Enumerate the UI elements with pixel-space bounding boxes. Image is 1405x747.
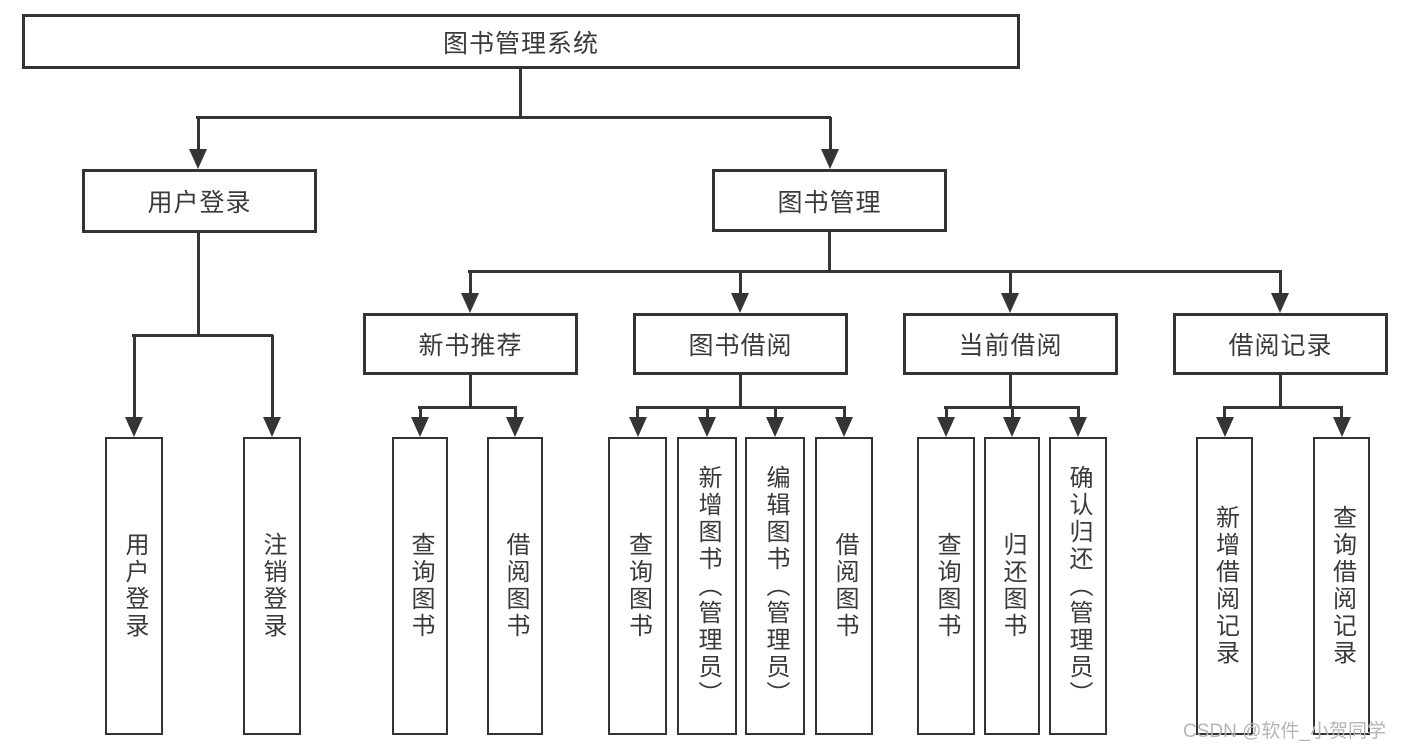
arrow-to-add-borrow-record — [1223, 407, 1226, 417]
connector-user-login-bar — [132, 334, 273, 337]
node-user-login-leaf: 用户登录 — [105, 437, 163, 735]
connector-book-borrowing-stem — [739, 375, 742, 408]
node-search-books-2: 查询图书 — [608, 437, 667, 735]
arrow-to-search-borrow-record — [1340, 407, 1343, 417]
connector-book-management-stem — [828, 232, 831, 273]
arrow-to-user-login-leaf — [132, 335, 136, 417]
node-borrow-books-2: 借阅图书 — [815, 437, 873, 735]
connector-new-book-bar — [418, 406, 517, 409]
arrow-to-borrowing-records — [1278, 271, 1282, 293]
node-borrowing-records: 借阅记录 — [1173, 313, 1388, 375]
arrow-to-borrow-books-2 — [842, 407, 846, 417]
csdn-watermark: CSDN @软件_小贺同学 — [1183, 721, 1386, 742]
arrow-to-edit-books-admin — [773, 407, 777, 417]
arrow-to-add-books-admin — [705, 407, 709, 417]
node-search-books-1: 查询图书 — [392, 437, 448, 735]
arrow-to-return-books — [1010, 407, 1014, 417]
connector-root-stem — [519, 69, 522, 118]
connector-level3-bar — [468, 270, 1282, 273]
arrow-to-user-login — [196, 117, 200, 149]
node-return-books: 归还图书 — [984, 437, 1040, 735]
arrow-to-search-books-3 — [944, 407, 948, 417]
connector-borrowing-records-bar — [1223, 406, 1343, 409]
connector-user-login-stem — [197, 233, 200, 336]
connector-level2-bar — [196, 116, 831, 119]
arrow-to-logout-leaf — [270, 335, 274, 417]
node-add-books-admin: 新增图书（管理员） — [677, 437, 737, 735]
node-library-management-system: 图书管理系统 — [22, 14, 1020, 69]
node-current-borrowing: 当前借阅 — [903, 313, 1118, 375]
arrow-to-search-books-1 — [418, 407, 422, 417]
node-search-borrow-record: 查询借阅记录 — [1313, 437, 1370, 735]
node-user-login: 用户登录 — [82, 169, 317, 233]
node-confirm-return-admin: 确认归还（管理员） — [1049, 437, 1107, 735]
node-logout-leaf: 注销登录 — [243, 437, 301, 735]
arrow-to-current-borrowing — [1008, 271, 1012, 293]
node-borrow-books-1: 借阅图书 — [487, 437, 543, 735]
arrow-to-book-borrowing — [738, 271, 742, 293]
node-book-management: 图书管理 — [712, 169, 947, 232]
arrow-to-book-management — [828, 117, 832, 149]
node-add-borrow-record: 新增借阅记录 — [1196, 437, 1253, 735]
node-edit-books-admin: 编辑图书（管理员） — [745, 437, 805, 735]
arrow-to-borrow-books-1 — [513, 407, 517, 417]
node-book-borrowing: 图书借阅 — [633, 313, 848, 375]
node-new-book-recommendation: 新书推荐 — [363, 313, 578, 375]
connector-book-borrowing-bar — [636, 406, 846, 409]
connector-current-borrowing-stem — [1009, 375, 1012, 408]
connector-borrowing-records-stem — [1279, 375, 1282, 408]
node-search-books-3: 查询图书 — [917, 437, 975, 735]
arrow-to-search-books-2 — [636, 407, 639, 417]
connector-new-book-stem — [468, 375, 472, 408]
arrow-to-new-book-recommendation — [468, 271, 472, 293]
arrow-to-confirm-return-admin — [1076, 407, 1080, 417]
